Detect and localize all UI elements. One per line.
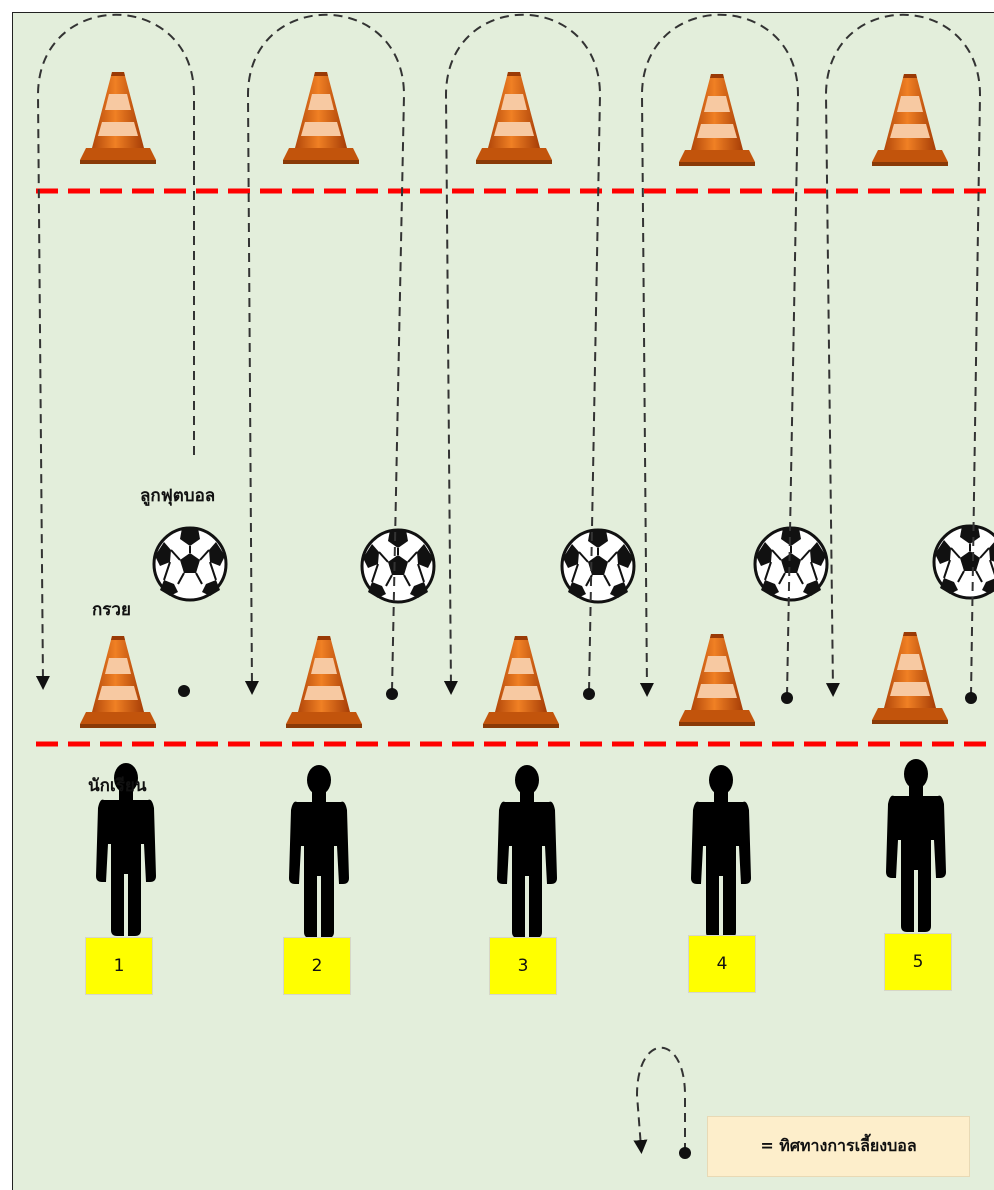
station-number: 3 — [489, 937, 557, 995]
far-cone — [872, 74, 948, 166]
student-figure — [691, 765, 751, 938]
legend-text: = ทิศทางการเลี้ยงบอล — [760, 1136, 917, 1155]
football — [152, 526, 228, 602]
student-figure — [497, 765, 557, 938]
station-number: 5 — [884, 933, 952, 991]
dribble-paths — [35, 13, 982, 697]
football — [932, 524, 994, 600]
near-cone — [483, 636, 559, 728]
dribble-path — [244, 13, 406, 695]
cone-label: กรวย — [92, 600, 131, 620]
station-number: 2 — [283, 937, 351, 995]
near-cone — [286, 636, 362, 728]
far-cone — [80, 72, 156, 164]
start-dot — [583, 688, 595, 700]
near-cone — [679, 634, 755, 726]
students-label: นักเรียน — [88, 776, 147, 796]
football — [753, 526, 829, 602]
dribble-path — [639, 13, 800, 697]
dribble-path — [35, 13, 195, 690]
student-figure — [289, 765, 349, 938]
dribble-path — [824, 13, 982, 697]
far-cone — [476, 72, 552, 164]
football — [360, 528, 436, 604]
football — [560, 528, 636, 604]
start-dot — [781, 692, 793, 704]
station-number: 1 — [85, 937, 153, 995]
start-dot — [178, 685, 190, 697]
station-number: 4 — [688, 935, 756, 993]
start-dot — [965, 692, 977, 704]
legend-path-sample — [633, 1046, 686, 1154]
dribble-path — [443, 13, 602, 695]
far-cone — [679, 74, 755, 166]
start-dot — [386, 688, 398, 700]
near-cone — [80, 636, 156, 728]
student-figure — [886, 759, 946, 932]
legend-start-dot — [679, 1147, 691, 1159]
legend-box: = ทิศทางการเลี้ยงบอล — [707, 1116, 970, 1177]
far-cone — [283, 72, 359, 164]
ball-label: ลูกฟุตบอล — [140, 486, 216, 506]
near-cone — [872, 632, 948, 724]
